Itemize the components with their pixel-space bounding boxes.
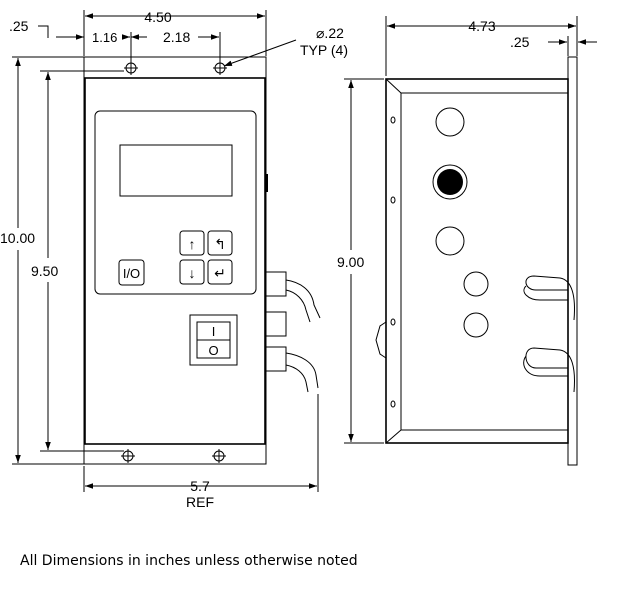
hinge-mark bbox=[390, 116, 396, 124]
down-key bbox=[179, 259, 205, 285]
mounting-hole-icon bbox=[124, 61, 138, 75]
cable bbox=[285, 279, 321, 323]
knockout-hole bbox=[435, 107, 465, 137]
dim-hole-spacing-label: 2.18 bbox=[163, 29, 190, 45]
dim-height-side-label: 9.00 bbox=[337, 254, 364, 270]
hinge-mark bbox=[390, 196, 396, 204]
enter-key bbox=[207, 259, 233, 285]
front-enclosure-body bbox=[84, 77, 266, 445]
knockout-hole bbox=[463, 312, 489, 338]
knockout-hole bbox=[463, 271, 489, 297]
front-dimensions: 4.50 .25 1.16 2.18 ⌀.22 TYP (4) 10.00 9.… bbox=[0, 9, 348, 510]
side-enclosure-inner bbox=[400, 92, 569, 431]
dimension-note: All Dimensions in inches unless otherwis… bbox=[20, 553, 358, 569]
dim-hole-qty-label: TYP (4) bbox=[300, 42, 348, 58]
switch-off-label: O bbox=[208, 343, 218, 358]
dim-flange-label: .25 bbox=[510, 34, 530, 50]
enter-arrow-icon: ↵ bbox=[214, 265, 226, 281]
cable bbox=[285, 352, 319, 393]
mounting-hole-icon bbox=[121, 449, 135, 463]
up-key bbox=[179, 230, 205, 256]
hinge-mark bbox=[390, 318, 396, 326]
knockout-hole bbox=[435, 226, 465, 256]
front-view: I/O ↑ ↰ ↓ ↵ I O bbox=[83, 56, 321, 465]
control-panel bbox=[94, 110, 257, 295]
side-mounting-plate bbox=[567, 56, 578, 466]
dim-ref-width-label: 5.7 bbox=[190, 478, 210, 494]
dim-width-label: 4.50 bbox=[144, 9, 171, 25]
side-tab bbox=[265, 174, 268, 192]
front-mounting-plate bbox=[83, 56, 267, 465]
back-arrow-icon: ↰ bbox=[214, 236, 226, 252]
side-enclosure-body bbox=[385, 78, 569, 444]
cable-gland bbox=[265, 311, 287, 337]
side-cable bbox=[523, 275, 575, 321]
cable-gland bbox=[265, 346, 287, 372]
dim-ref-label: REF bbox=[186, 494, 214, 510]
dim-depth-label: 4.73 bbox=[468, 18, 495, 34]
rocker-switch bbox=[189, 314, 238, 366]
power-key bbox=[118, 259, 145, 286]
power-key-label: I/O bbox=[123, 266, 140, 281]
dim-height-inner-label: 9.50 bbox=[31, 263, 58, 279]
back-key bbox=[207, 230, 233, 256]
lcd-display bbox=[119, 144, 233, 197]
down-arrow-icon: ↓ bbox=[189, 265, 196, 281]
side-switch bbox=[375, 321, 387, 359]
mounting-hole-icon bbox=[212, 449, 226, 463]
side-cable bbox=[523, 347, 575, 393]
up-arrow-icon: ↑ bbox=[189, 236, 196, 252]
switch-on-label: I bbox=[212, 324, 216, 339]
side-dimensions: 4.73 .25 9.00 bbox=[337, 16, 597, 444]
dim-offset-label: .25 bbox=[9, 18, 29, 34]
side-view bbox=[375, 56, 578, 466]
cable-gland bbox=[265, 271, 287, 297]
knockout-hole-filled bbox=[432, 164, 468, 200]
knockout-hole-filled bbox=[437, 169, 463, 195]
hinge-mark bbox=[390, 400, 396, 408]
dim-height-total-label: 10.00 bbox=[0, 230, 35, 246]
dim-hole-offset-label: 1.16 bbox=[92, 30, 117, 45]
mounting-hole-icon bbox=[213, 61, 227, 75]
dim-hole-dia-label: ⌀.22 bbox=[316, 25, 344, 41]
